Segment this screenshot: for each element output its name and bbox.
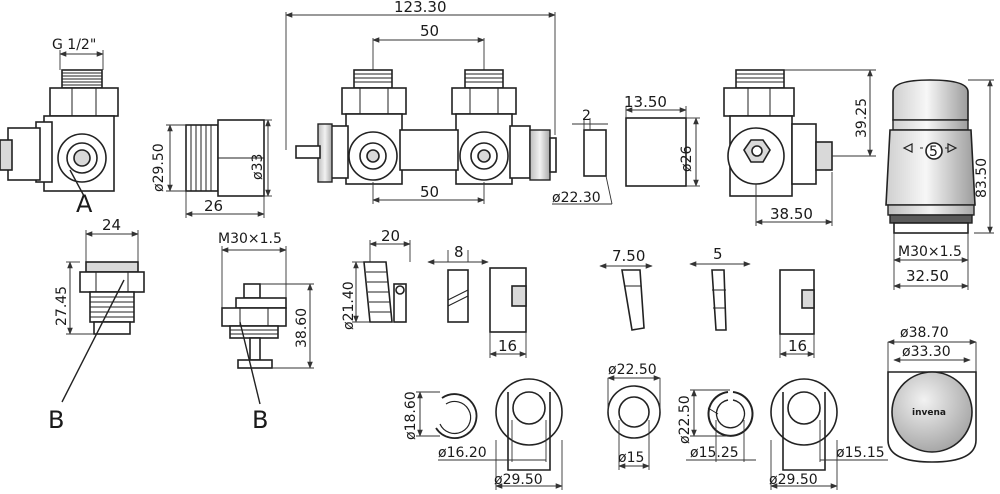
dim-dia-22-30: ø22.30 [552, 190, 601, 206]
nipple-b-view: 24 27.45 B [48, 216, 145, 434]
dim-dia-22-50-b: ø22.50 [677, 395, 693, 444]
dim-m30-head: M30×1.5 [898, 244, 962, 260]
sleeve-16-b: 16 [779, 269, 815, 358]
dim-thk-2: 2 [582, 108, 591, 124]
nipple-side-view: ø29.50 ø33 26 [151, 119, 272, 218]
dim-len-13-50: 13.50 [624, 93, 667, 111]
threaded-insert: 20 ø21.40 [341, 227, 411, 330]
dim-dia-15-15: ø15.15 [836, 445, 885, 461]
dim-dia-18-60: ø18.60 [403, 391, 419, 440]
dim-dia-29-50-b: ø29.50 [769, 472, 818, 488]
stem-assembly-view: M30×1.5 38.60 B [218, 231, 314, 434]
snap-ring: ø18.60 [403, 391, 478, 440]
thermostatic-head: 5 83.50 M30×1.5 32.50 [885, 79, 994, 290]
dim-w-5: 5 [713, 245, 723, 263]
callout-a: A [76, 190, 93, 218]
dim-centers-bottom: 50 [420, 183, 439, 201]
cap-ring-c: ø15.15 ø29.50 [769, 378, 888, 490]
valve-hex-view: 39.25 38.50 [723, 69, 876, 226]
dim-w-8: 8 [454, 243, 464, 261]
dim-h-27-45: 27.45 [54, 286, 70, 326]
dim-dia-15: ø15 [618, 450, 644, 466]
head-top-view: ø38.70 ø33.30 invena [887, 325, 977, 463]
dim-centers-top: 50 [420, 22, 439, 40]
cap-ring-b: ø22.50 ø15 [607, 362, 661, 470]
dim-h-38-60: 38.60 [294, 308, 310, 348]
dim-h-39-25: 39.25 [854, 98, 870, 138]
sleeve-16-a: 16 [489, 267, 527, 358]
dim-m30-b: M30×1.5 [218, 231, 282, 247]
dim-dia-15-25: ø15.25 [690, 445, 739, 461]
washer-and-insert: 2 13.50 ø26 ø22.30 [552, 93, 700, 206]
dim-w-7-50: 7.50 [612, 247, 645, 265]
dim-dia-29-50-side: ø29.50 [151, 143, 167, 192]
dim-thread-g: G 1/2" [52, 37, 96, 53]
dim-dia-33-30: ø33.30 [902, 344, 951, 360]
dim-dia-22-50-a: ø22.50 [608, 362, 657, 378]
dim-w-24: 24 [102, 216, 121, 234]
dim-dia-16-20: ø16.20 [438, 445, 487, 461]
dim-h-83-50: 83.50 [974, 158, 990, 198]
head-setting: 5 [929, 144, 938, 160]
cap-ring-a: ø16.20 ø29.50 [438, 378, 563, 490]
split-ring: ø22.50 ø15.25 [677, 389, 756, 462]
dim-dia-29-50-a: ø29.50 [494, 472, 543, 488]
head-brand-logo: invena [912, 408, 946, 418]
dim-len-38-50: 38.50 [770, 205, 813, 223]
dim-dia-21-40: ø21.40 [341, 281, 357, 330]
dim-len-26: 26 [204, 197, 223, 215]
dim-dia-33: ø33 [250, 154, 266, 180]
ring-5: 5 [689, 245, 751, 331]
callout-b2: B [252, 406, 268, 434]
dim-w-32-50: 32.50 [906, 267, 949, 285]
dim-dia-38-70: ø38.70 [900, 325, 949, 341]
dim-w-20: 20 [381, 227, 400, 245]
dim-dia-26: ø26 [679, 146, 695, 172]
seal-ring-8: 8 [427, 243, 489, 323]
dim-total-width: 123.30 [394, 0, 447, 16]
dim-w-16-a: 16 [498, 337, 517, 355]
callout-b1: B [48, 406, 64, 434]
dim-w-16-b: 16 [788, 337, 807, 355]
twin-valve-block: 123.30 50 [285, 0, 557, 204]
valve-front-view: G 1/2" A [0, 37, 119, 218]
ring-7-50: 7.50 [599, 247, 653, 331]
